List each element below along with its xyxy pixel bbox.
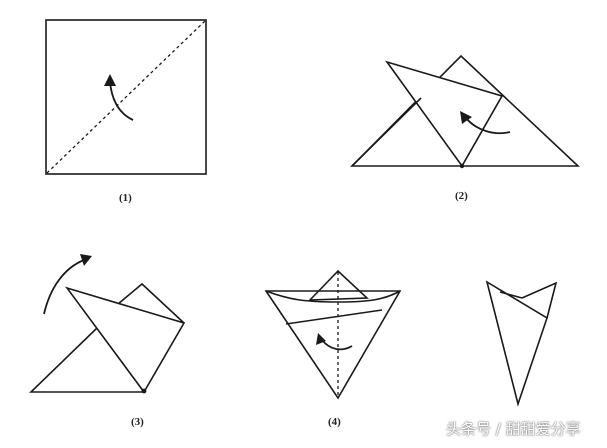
fold-arrow-curve <box>43 259 85 315</box>
step-2-label: (2) <box>455 190 468 202</box>
watermark: 头条号 / 甜甜爱分享 <box>446 420 581 438</box>
paper-square <box>45 19 207 175</box>
inner-fold-curve <box>265 290 401 303</box>
step-3-label: (3) <box>131 416 144 428</box>
triangle-left-edge <box>351 97 422 167</box>
step-5-figure <box>485 280 558 407</box>
base-triangle <box>350 54 581 167</box>
fold-arrow-head-icon <box>316 333 326 345</box>
fold-arrow-curve <box>109 81 134 121</box>
step-4-label: (4) <box>328 416 341 428</box>
diagonal-fold-line <box>46 20 206 174</box>
pivot-point <box>459 163 465 169</box>
step-2-figure <box>350 54 581 169</box>
folded-flap <box>64 286 186 394</box>
fold-arrow-head-icon <box>104 74 116 86</box>
step-1-label: (1) <box>119 192 132 204</box>
fold-arrow-curve <box>321 339 353 351</box>
pivot-point <box>141 388 147 394</box>
step-1-figure <box>45 19 207 175</box>
final-shape-body <box>485 280 548 407</box>
folded-flap <box>384 60 504 168</box>
step-3-figure <box>29 254 186 394</box>
cone-outline <box>264 290 402 400</box>
flap-edge <box>285 309 383 325</box>
flap-fold-line <box>461 95 503 167</box>
final-shape-tip <box>521 281 558 319</box>
final-shape-crease <box>499 291 523 299</box>
step-4-figure <box>264 269 402 400</box>
fold-arrow-head-icon <box>80 254 92 266</box>
fold-arrow-head-icon <box>460 111 472 124</box>
fold-arrow-curve <box>465 117 511 135</box>
